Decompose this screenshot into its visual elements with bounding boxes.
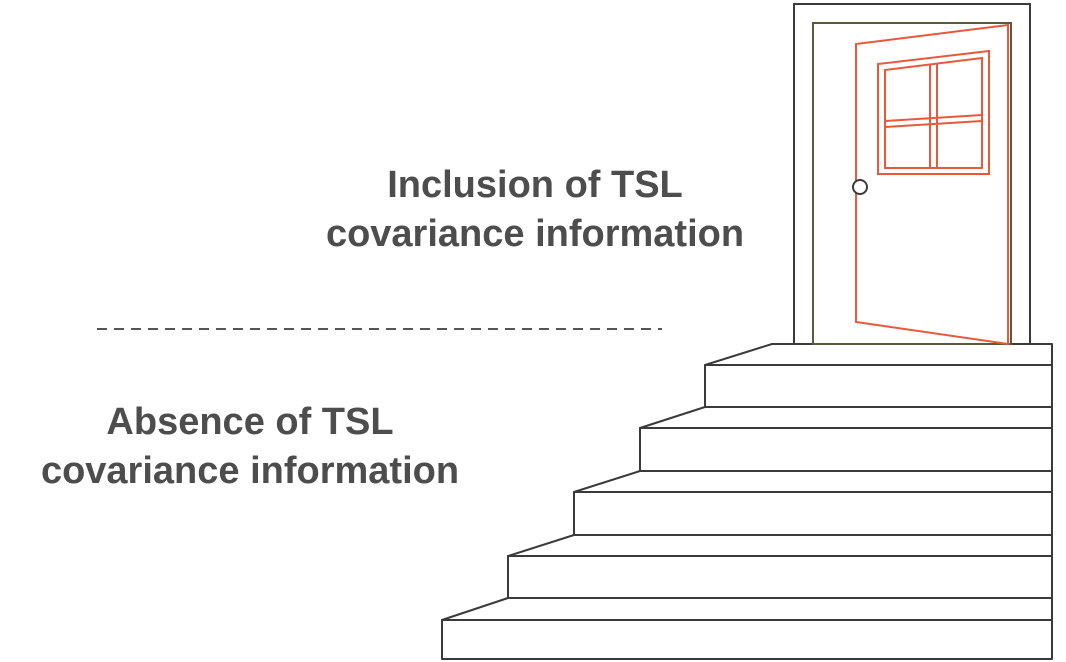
door-knob	[852, 179, 868, 195]
inclusion-label-line2: covariance information	[325, 213, 745, 255]
absence-label: Absence of TSL covariance information	[10, 398, 490, 496]
inclusion-label: Inclusion of TSL covariance information	[300, 161, 770, 259]
door-frame-inner	[812, 22, 1012, 345]
open-door-icon	[793, 3, 1031, 346]
door-window-outer	[877, 49, 990, 175]
staircase-icon	[441, 343, 1053, 660]
absence-label-line2: covariance information	[40, 450, 460, 492]
inclusion-label-line1: Inclusion of TSL	[387, 164, 683, 206]
door-panel	[855, 23, 1009, 346]
door-window-inner	[884, 56, 983, 169]
absence-label-line1: Absence of TSL	[106, 401, 394, 443]
